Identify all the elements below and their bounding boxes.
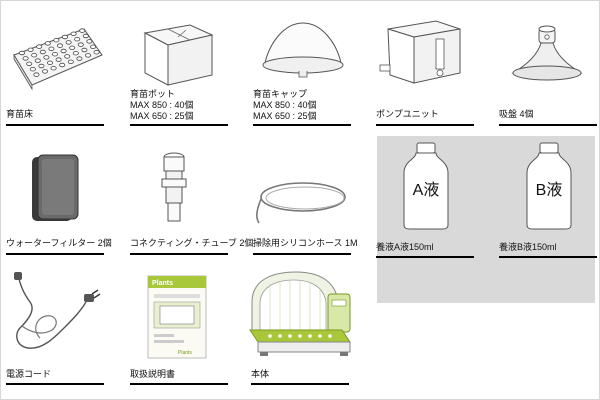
tray-hole (76, 56, 83, 61)
tray-hole (85, 53, 92, 58)
main-unit-icon (246, 271, 366, 358)
tray-hole (18, 50, 25, 56)
tray-hole (33, 72, 40, 77)
tray-hole (64, 54, 71, 59)
item-detail-850: MAX 850 : 40個 (130, 100, 194, 110)
connecting-tube-icon (130, 143, 240, 225)
tray-hole (57, 43, 64, 48)
tray-hole (44, 41, 51, 46)
tray-hole (90, 44, 97, 49)
tray-hole (72, 51, 79, 56)
item-underline (253, 124, 351, 126)
tray-hole (86, 39, 93, 44)
item-underline (130, 124, 228, 126)
tray-hole (48, 46, 55, 51)
tray-hole (27, 47, 34, 52)
manual-title: Plants (152, 280, 173, 287)
item-label: 本体 (251, 369, 270, 379)
tray-hole (55, 57, 62, 62)
item-label: 育苗床 (6, 109, 34, 119)
tray-hole (70, 31, 77, 36)
tray-hole (34, 58, 41, 63)
item-label: 電源コード (6, 369, 52, 379)
tray-hole (29, 67, 36, 72)
water-filter-icon (6, 143, 116, 223)
tray-hole (62, 34, 69, 40)
tray-hole (52, 52, 59, 57)
tray-hole (36, 44, 43, 49)
tray-hole (38, 63, 45, 69)
tray-hole (59, 62, 66, 68)
item-label: 吸盤 4個 (499, 109, 534, 119)
tray-hole (77, 42, 84, 47)
manual-icon: Plants Plants (130, 272, 240, 360)
item-label: 掃除用シリコンホース 1M (253, 238, 358, 248)
item-underline (376, 256, 474, 258)
pump-unit-icon (376, 15, 486, 87)
item-underline (6, 253, 104, 255)
bottle-a-label: A液 (413, 181, 440, 199)
item-underline (130, 253, 228, 255)
item-underline (6, 124, 104, 126)
item-label: 養液B液150ml (499, 242, 557, 252)
suction-cup-icon (499, 15, 600, 87)
tray-hole (53, 38, 60, 43)
manual-footer: Plants (178, 350, 192, 356)
item-underline (376, 124, 474, 126)
tray-hole (93, 50, 100, 55)
tray-hole (79, 28, 86, 33)
tray-hole (67, 59, 74, 64)
item-underline (499, 124, 597, 126)
seedling-pot-icon (130, 15, 240, 86)
seed-tray-icon (6, 15, 116, 91)
silicone-hose-icon (253, 143, 363, 225)
power-cord-icon (6, 272, 116, 362)
tray-hole (42, 69, 49, 74)
item-label: 育苗ポット (130, 89, 176, 99)
tray-hole (81, 47, 88, 53)
item-detail-650: MAX 650 : 25個 (253, 111, 317, 121)
item-detail-650: MAX 650 : 25個 (130, 111, 194, 121)
item-label: ポンプユニット (376, 109, 439, 119)
tray-hole (22, 56, 29, 61)
item-label: コネクティング・チューブ 2個 (130, 238, 254, 248)
tray-hole (26, 61, 33, 66)
item-label: 取扱説明書 (130, 369, 176, 379)
item-underline (251, 383, 349, 385)
item-label: 養液A液150ml (376, 242, 434, 252)
tray-hole (82, 33, 89, 39)
item-underline (253, 253, 351, 255)
tray-hole (50, 66, 57, 71)
item-underline (499, 256, 597, 258)
seedling-cap-icon (253, 15, 363, 85)
tray-hole (74, 37, 81, 42)
tray-hole (47, 60, 54, 65)
tray-hole (39, 49, 46, 55)
item-detail-850: MAX 850 : 40個 (253, 100, 317, 110)
item-label: ウォーターフィルター 2個 (6, 238, 112, 248)
tray-hole (65, 40, 72, 45)
item-underline (130, 383, 228, 385)
bottle-a-icon: A液 (376, 142, 486, 230)
tray-hole (31, 53, 38, 58)
bottle-b-label: B液 (536, 181, 563, 199)
tray-hole (60, 48, 67, 54)
item-underline (6, 383, 104, 385)
tray-hole (69, 45, 76, 50)
bottle-b-icon: B液 (499, 142, 600, 230)
tray-hole (43, 55, 50, 60)
item-label: 育苗キャップ (253, 89, 308, 99)
